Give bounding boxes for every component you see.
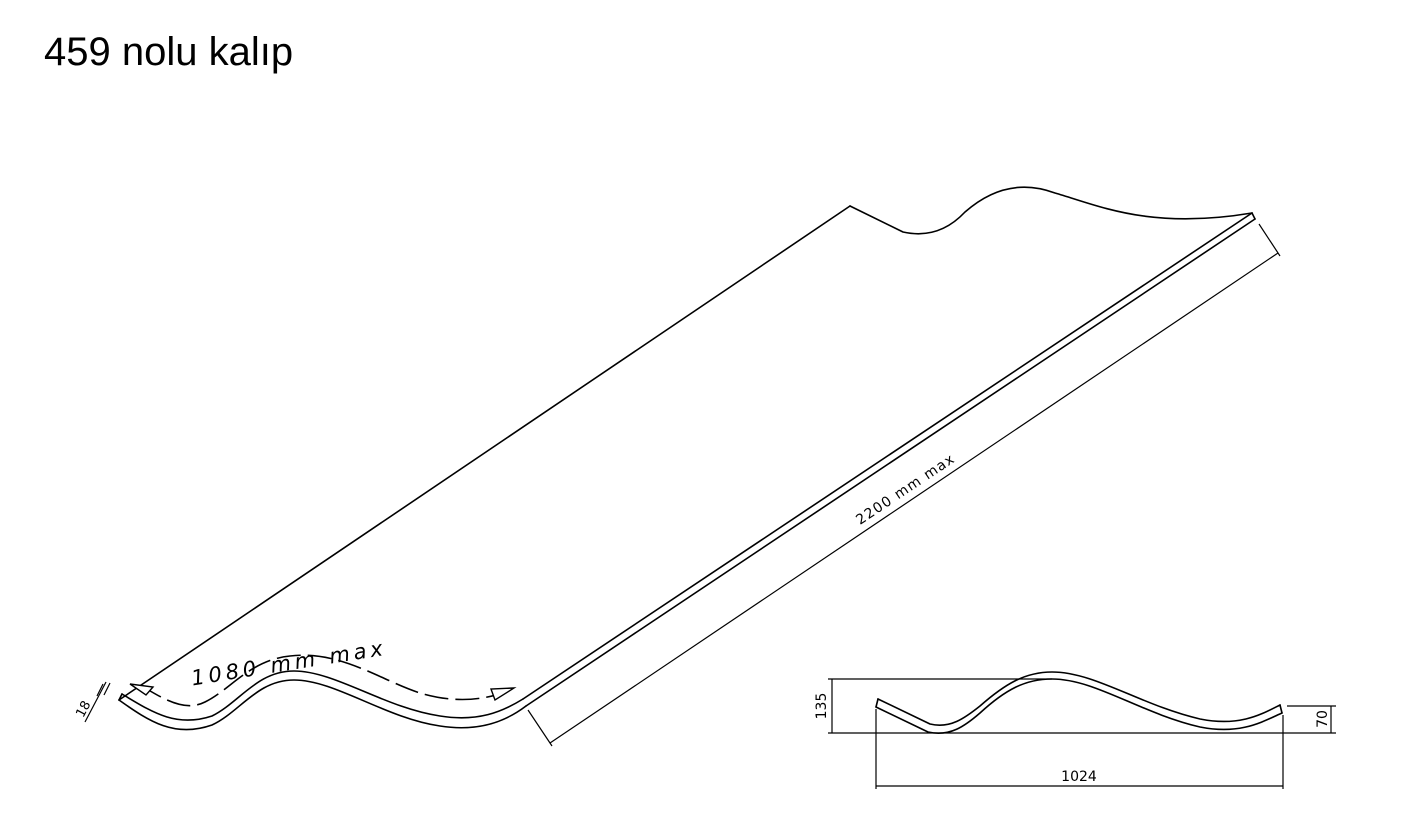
edge-height-label: 70 (1315, 710, 1331, 728)
section-profile-inner (877, 671, 1281, 726)
tile-back-profile (849, 186, 1253, 235)
length-label: 2200 mm max (853, 451, 958, 529)
curved-width-label: 1080 mm max (190, 636, 389, 691)
thickness-dimension: 18 (73, 681, 111, 723)
section-left-cap (875, 698, 879, 708)
curved-width-arrow-start (129, 683, 155, 696)
curved-width-dimension: 1080 mm max (129, 636, 517, 707)
tile-front-profile-outer (118, 679, 527, 731)
tile-front-cap (118, 693, 123, 701)
page-title: 459 nolu kalıp (44, 30, 294, 74)
length-dimension: 2200 mm max (527, 223, 1281, 747)
tile-isometric-view (118, 186, 1256, 731)
length-ext-line-end (1258, 223, 1281, 257)
length-ext-line-start (527, 709, 553, 747)
section-width-label: 1024 (1061, 769, 1097, 785)
section-profile-outer (875, 678, 1283, 734)
thickness-tick-2 (96, 683, 104, 697)
section-height-label: 135 (814, 693, 830, 720)
thickness-label: 18 (73, 699, 94, 721)
thickness-tick-1 (84, 681, 107, 723)
tile-right-edge-top (522, 212, 1253, 700)
tile-cross-section: 135 70 1024 (814, 671, 1336, 789)
length-dim-line (549, 252, 1279, 744)
tile-back-cap (1251, 212, 1256, 220)
thickness-tick-3 (103, 682, 111, 696)
section-right-cap (1279, 704, 1283, 714)
tile-right-edge-bottom (525, 218, 1256, 707)
curved-width-dim-line (139, 654, 509, 707)
curved-width-arrow-end (490, 687, 517, 702)
tile-left-edge (118, 205, 851, 701)
tile-front-profile-inner (121, 670, 524, 721)
